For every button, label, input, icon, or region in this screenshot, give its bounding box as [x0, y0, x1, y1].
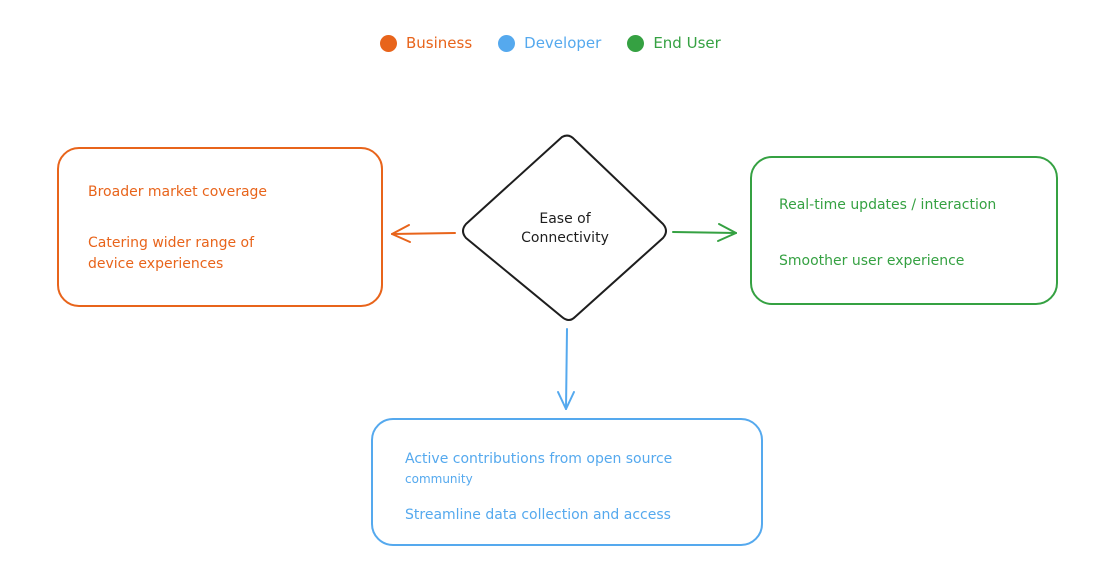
- developer-item-data-collection: Streamline data collection and access: [405, 507, 671, 523]
- end-user-box: Real-time updates / interaction Smoother…: [750, 156, 1058, 305]
- legend-item-business: Business: [380, 34, 472, 52]
- center-diamond: [462, 134, 667, 321]
- business-item-device-experiences-line1: Catering wider range of: [88, 235, 255, 251]
- end-user-dot-icon: [627, 34, 645, 52]
- developer-box: Active contributions from open source co…: [371, 418, 763, 546]
- business-item-device-experiences-line2: device experiences: [88, 256, 224, 272]
- arrow-to-end-user: [672, 223, 737, 242]
- end-user-item-realtime-updates: Real-time updates / interaction: [779, 197, 997, 213]
- legend-item-end-user: End User: [627, 34, 721, 52]
- legend-label-developer: Developer: [524, 34, 602, 52]
- arrow-to-developer: [557, 328, 575, 410]
- developer-item-open-source-line2: community: [405, 472, 473, 486]
- business-dot-icon: [380, 34, 397, 52]
- center-label-line1: Ease of: [539, 211, 591, 227]
- center-label: Ease of Connectivity: [505, 210, 625, 248]
- legend-item-developer: Developer: [498, 34, 601, 52]
- business-box: Broader market coverage Catering wider r…: [57, 147, 383, 307]
- legend: Business Developer End User: [380, 34, 721, 52]
- end-user-item-smoother-experience: Smoother user experience: [779, 253, 965, 269]
- legend-label-end-user: End User: [653, 34, 721, 52]
- developer-item-open-source-line1: Active contributions from open source: [405, 451, 673, 467]
- arrow-to-business: [391, 224, 456, 243]
- legend-label-business: Business: [406, 34, 473, 52]
- business-item-market-coverage: Broader market coverage: [88, 184, 268, 200]
- developer-dot-icon: [498, 34, 516, 52]
- center-label-line2: Connectivity: [521, 230, 609, 246]
